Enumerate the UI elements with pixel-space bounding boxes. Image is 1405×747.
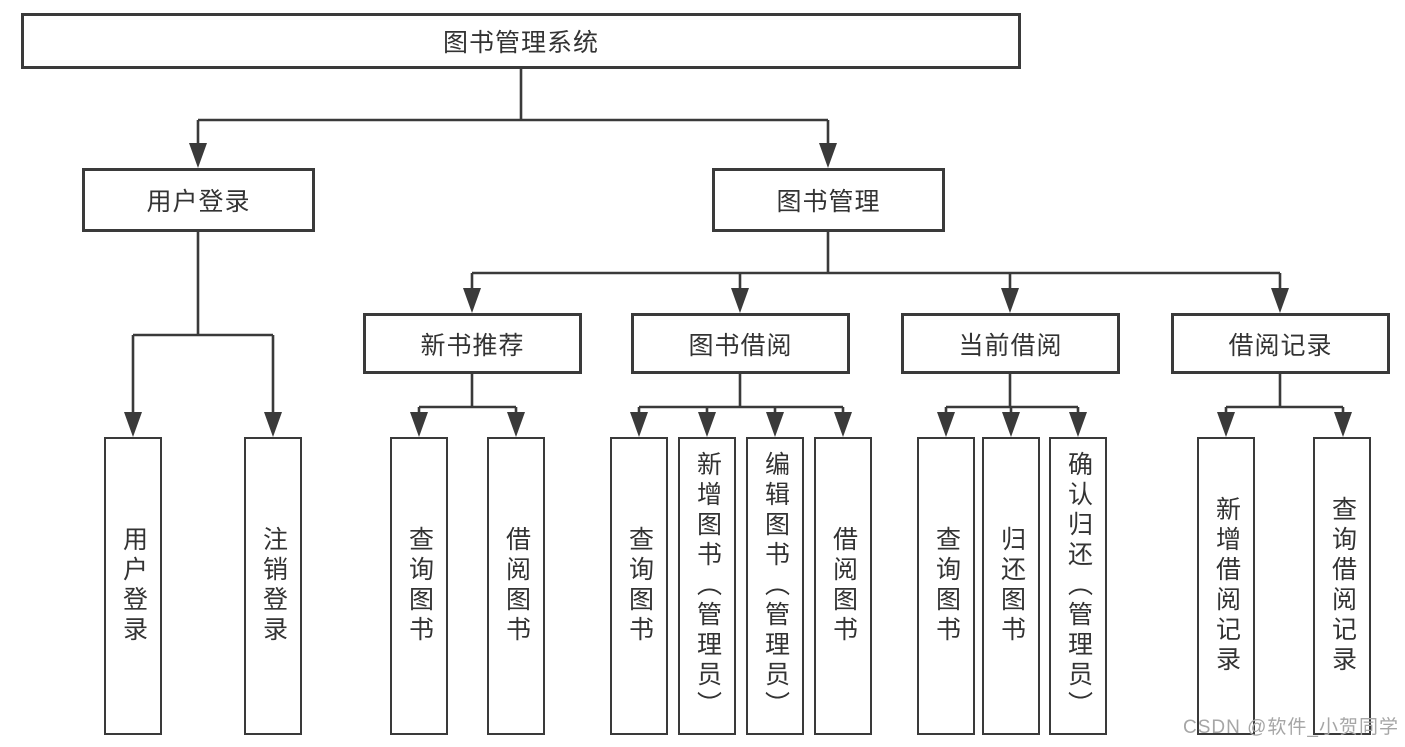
node-label: 查询图书 [625,526,654,646]
node-label: 用户登录 [119,526,148,646]
leaf-records-query-borrow-record: 查询借阅记录 [1313,437,1371,735]
node-borrow-records: 借阅记录 [1171,313,1390,374]
arrowheads [124,143,1352,437]
leaf-borrowing-query-books: 查询图书 [610,437,668,735]
leaf-borrowing-add-books-admin: 新增图书（管理员） [678,437,736,735]
node-book-borrowing: 图书借阅 [631,313,850,374]
node-label: 图书管理 [776,188,881,216]
leaf-records-add-borrow-record: 新增借阅记录 [1197,437,1255,735]
node-current-borrowing: 当前借阅 [901,313,1120,374]
node-new-book-recommend: 新书推荐 [363,313,582,374]
node-label: 当前借阅 [958,331,1063,360]
leaf-logout-login: 注销登录 [244,437,302,735]
node-label: 用户登录 [146,188,251,216]
leaf-newbook-borrow-books: 借阅图书 [487,437,545,735]
node-label: 新增图书（管理员） [693,451,722,721]
node-label: 图书管理系统 [442,29,599,57]
node-label: 借阅图书 [829,526,858,646]
leaf-user-login: 用户登录 [104,437,162,735]
leaf-current-confirm-return-admin: 确认归还（管理员） [1049,437,1107,735]
leaf-current-query-books: 查询图书 [917,437,975,735]
node-label: 借阅图书 [502,526,531,646]
node-label: 新书推荐 [420,331,525,360]
node-label: 归还图书 [997,526,1026,646]
node-library-system: 图书管理系统 [21,13,1021,69]
leaf-borrowing-borrow-books: 借阅图书 [814,437,872,735]
node-label: 新增借阅记录 [1212,496,1241,676]
node-book-management: 图书管理 [712,168,945,232]
leaf-current-return-books: 归还图书 [982,437,1040,735]
node-label: 确认归还（管理员） [1064,451,1093,721]
node-label: 图书借阅 [688,331,793,360]
leaf-borrowing-edit-books-admin: 编辑图书（管理员） [746,437,804,735]
node-label: 查询图书 [405,526,434,646]
node-label: 查询借阅记录 [1328,496,1357,676]
node-label: 借阅记录 [1228,331,1333,360]
node-user-login: 用户登录 [82,168,315,232]
leaf-newbook-query-books: 查询图书 [390,437,448,735]
node-label: 查询图书 [932,526,961,646]
csdn-watermark: CSDN @软件_小贺同学 [1183,717,1399,738]
node-label: 编辑图书（管理员） [761,451,790,721]
node-label: 注销登录 [259,526,288,646]
